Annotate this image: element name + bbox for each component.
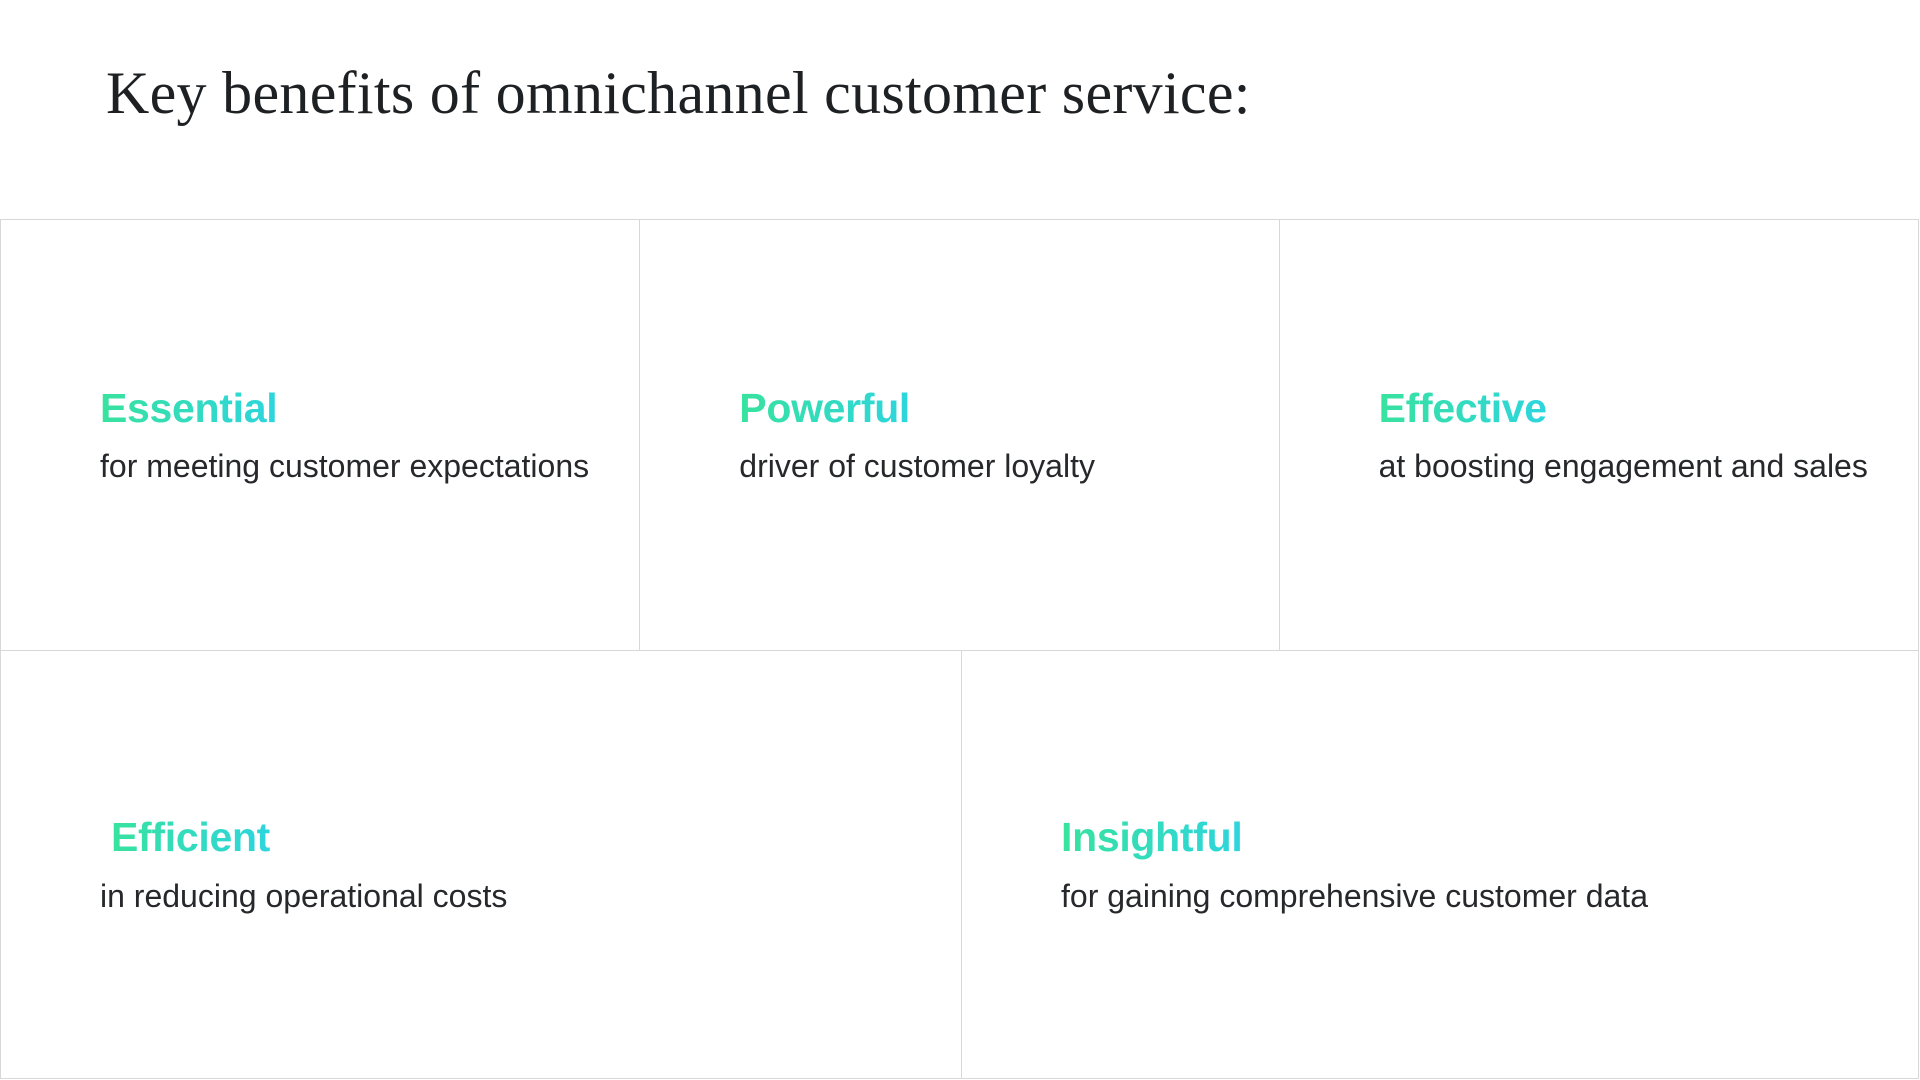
grid-row-bottom: Efficient in reducing operational costs … — [1, 651, 1919, 1079]
benefit-card-title-text: Efficient — [111, 814, 271, 861]
benefit-card-powerful: Powerful driver of customer loyalty — [640, 220, 1280, 651]
benefit-card-title-text: Effective — [1378, 384, 1548, 431]
benefit-card-title: Efficient — [100, 813, 270, 862]
benefit-card-description: for meeting customer expectations — [100, 448, 590, 485]
benefit-card-description: for gaining comprehensive customer data — [1061, 877, 1648, 914]
benefit-card-title-text: Essential — [100, 384, 278, 431]
benefit-card-title-text: Powerful — [739, 384, 911, 431]
benefit-card-description: driver of customer loyalty — [739, 448, 1095, 485]
benefit-card-title: Powerful — [739, 384, 910, 433]
benefit-card-effective: Effective at boosting engagement and sal… — [1279, 220, 1919, 651]
benefit-card-insightful: Insightful for gaining comprehensive cus… — [962, 651, 1919, 1079]
grid-row-top: Essential for meeting customer expectati… — [1, 220, 1919, 651]
benefit-card-efficient: Efficient in reducing operational costs — [1, 651, 962, 1079]
benefit-card-title: Effective — [1378, 384, 1548, 433]
benefit-card-title: Essential — [100, 384, 278, 433]
benefits-grid: Essential for meeting customer expectati… — [0, 219, 1919, 1079]
benefit-card-description: at boosting engagement and sales — [1378, 448, 1868, 485]
benefit-card-title-text: Insightful — [1061, 814, 1243, 861]
benefit-card-description: in reducing operational costs — [100, 877, 508, 914]
benefit-card-title: Insightful — [1061, 813, 1243, 862]
page-title: Key benefits of omnichannel customer ser… — [106, 60, 1251, 126]
benefit-card-essential: Essential for meeting customer expectati… — [1, 220, 641, 651]
